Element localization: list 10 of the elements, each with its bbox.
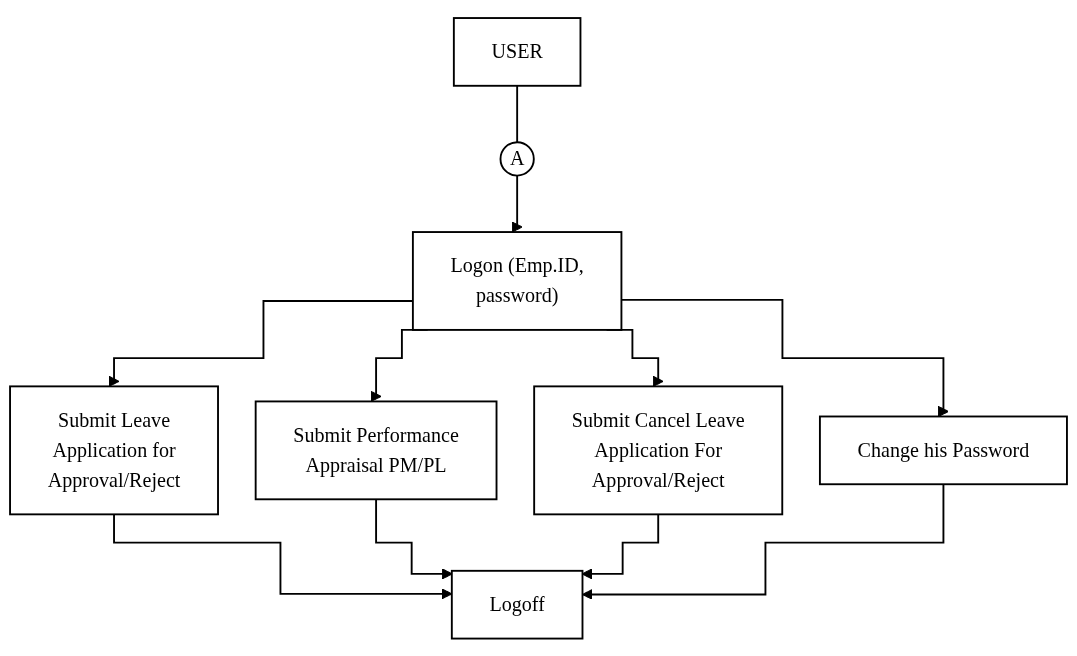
node-box: Submit Performance Appraisal PM/PL <box>254 400 498 500</box>
node-box: Logon (Emp.ID, password) <box>411 230 623 331</box>
node-circle: A <box>499 141 535 177</box>
node-box: Submit Cancel Leave Application For Approval/Reject <box>533 385 784 515</box>
node-box: Submit Leave Application for Approval/Reject <box>9 385 219 515</box>
node-box: USER <box>452 16 582 87</box>
arrow <box>511 174 523 233</box>
node-box: Change his Password <box>818 415 1068 485</box>
node-box: Logoff <box>450 569 584 640</box>
connector <box>516 84 519 143</box>
